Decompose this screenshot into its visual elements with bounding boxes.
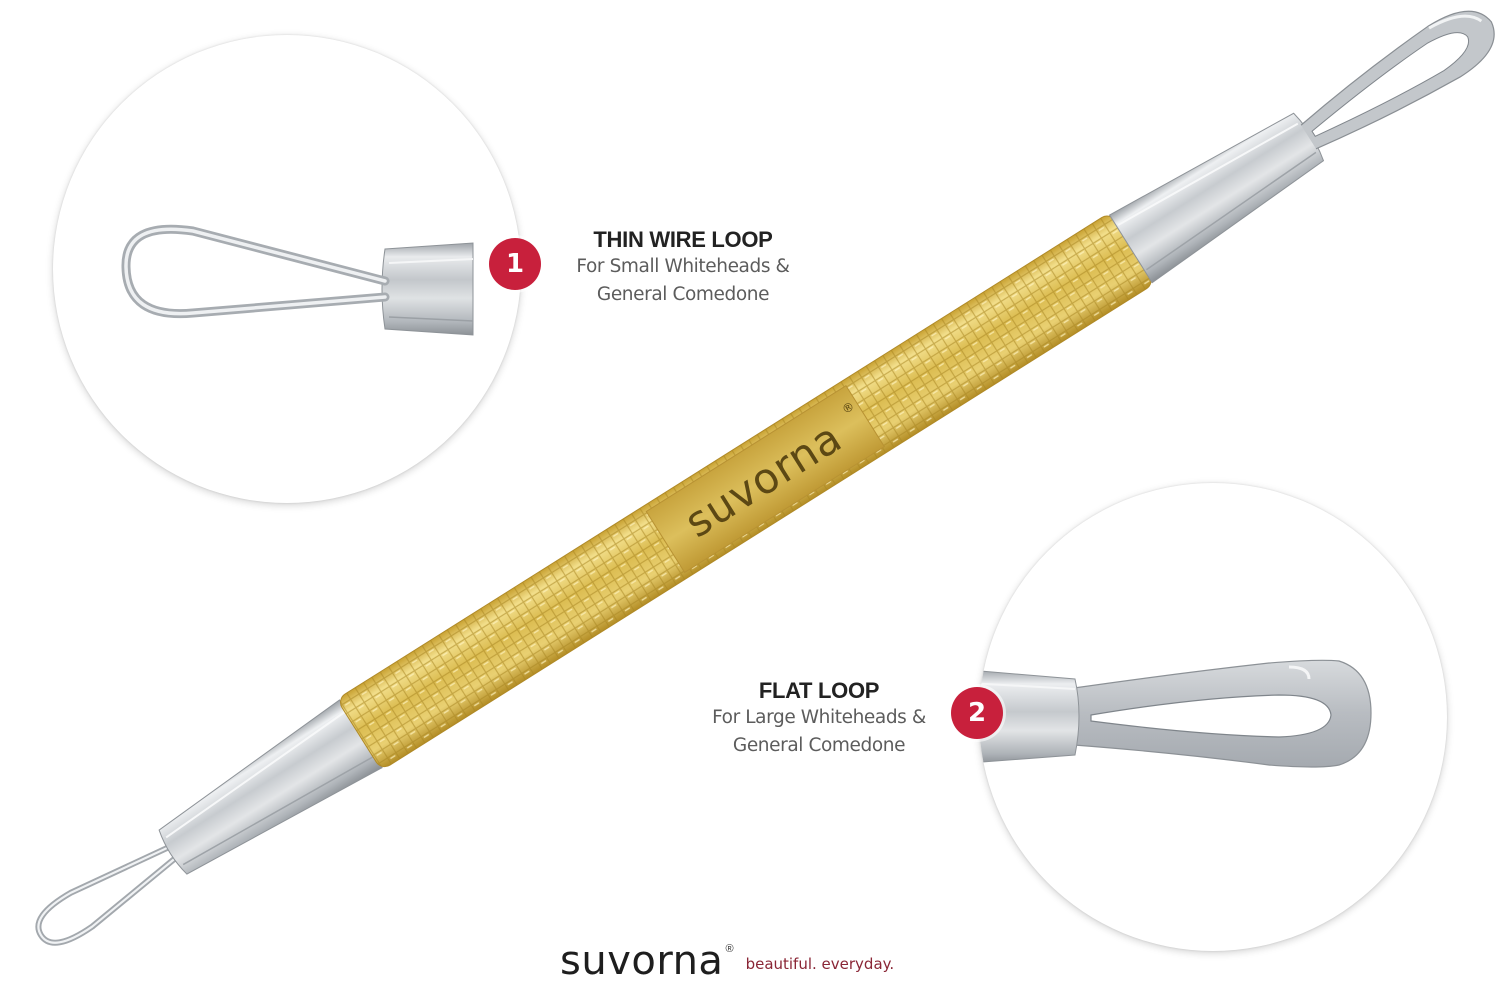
detail-circle-thin-wire-loop: [53, 35, 521, 503]
engraved-brand-plate: [645, 385, 886, 574]
callout-desc-line2: General Comedone: [596, 284, 770, 305]
thin-wire-loop-illustration: [121, 224, 474, 336]
callout-title: THIN WIRE LOOP: [593, 227, 773, 252]
callout-desc-line1: For Large Whiteheads &: [712, 707, 926, 728]
registered-mark: ®: [725, 943, 734, 955]
brand-logo: suvorna: [560, 938, 724, 984]
callout-flat-loop: FLAT LOOP For Large Whiteheads & General…: [684, 677, 954, 760]
brand-footer: suvorna ® beautiful. everyday.: [560, 938, 894, 984]
detail-circle-flat-loop: [979, 483, 1447, 951]
callout-desc-line2: General Comedone: [732, 735, 906, 756]
brand-tagline: beautiful. everyday.: [745, 955, 895, 973]
callout-thin-wire-loop: THIN WIRE LOOP For Small Whiteheads & Ge…: [548, 226, 818, 309]
callout-desc-line1: For Small Whiteheads &: [576, 256, 790, 277]
callout-title: FLAT LOOP: [758, 678, 880, 703]
flat-loop-illustration: [979, 659, 1372, 768]
callout-badge-1: 1: [489, 238, 541, 290]
callout-badge-2: 2: [951, 687, 1003, 739]
